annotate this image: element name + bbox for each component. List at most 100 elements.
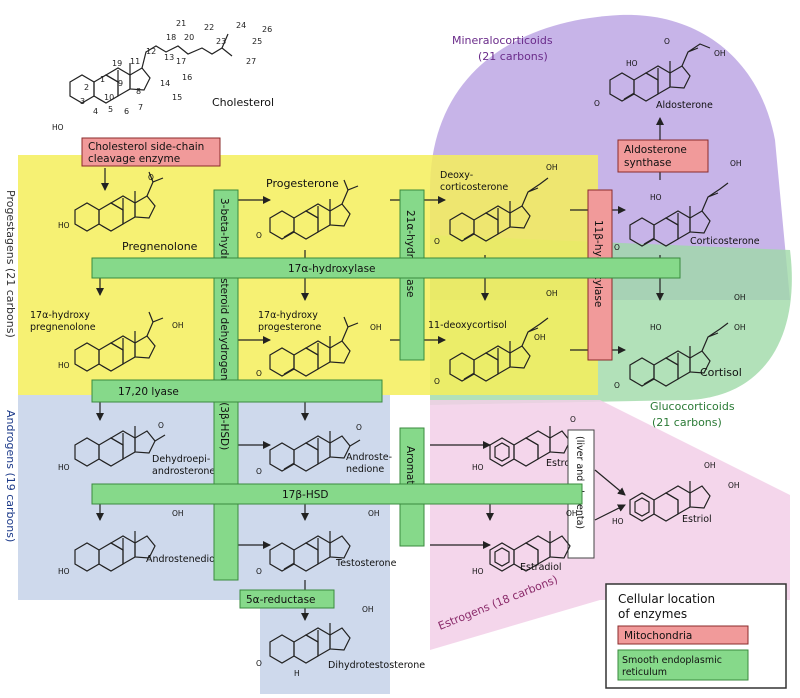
progestagens-title: Progestagens (21 carbons) [4,190,17,338]
svg-text:26: 26 [262,25,272,34]
svg-text:OH: OH [546,289,558,298]
svg-text:OH: OH [730,159,742,168]
androstenedione-label-2: nedione [346,464,384,475]
scc-enzyme-label-1: Cholesterol side-chain [88,141,204,153]
svg-text:24: 24 [236,21,246,30]
17oh-pregnenolone-structure [75,311,164,371]
17-20-lyase-label: 17,20 lyase [118,386,179,398]
svg-text:3: 3 [80,97,85,106]
svg-text:7: 7 [138,103,143,112]
5a-reductase-label: 5α-reductase [246,594,316,606]
svg-text:O: O [356,423,362,432]
svg-text:HO: HO [472,463,484,472]
legend-ser-swatch [617,649,749,681]
androstenedione-structure [270,431,361,471]
glucocorticoids-carbons: (21 carbons) [652,416,722,429]
androstenedione-label-1: Androste- [346,452,392,463]
svg-text:HO: HO [650,193,662,202]
svg-text:HO: HO [52,123,64,132]
svg-text:HO: HO [58,463,70,472]
svg-text:O: O [158,421,164,430]
svg-text:19: 19 [112,59,122,68]
scc-enzyme-box [81,137,221,167]
corticosterone-structure [630,182,729,246]
svg-text:17: 17 [176,57,186,66]
svg-text:O: O [256,567,262,576]
svg-text:23: 23 [216,37,226,46]
legend-mito-swatch [617,625,749,645]
svg-text:O: O [148,173,154,182]
svg-text:25: 25 [252,37,262,46]
estriol-label: Estriol [682,514,712,525]
17oh-pregnenolone-label-2: pregnenolone [30,322,96,333]
mineralocorticoids-title: Mineralocorticoids [452,34,553,47]
doc-label-1: Deoxy- [440,170,473,181]
svg-text:O: O [256,659,262,668]
svg-text:HO: HO [626,59,638,68]
svg-text:OH: OH [370,323,382,332]
androgens-title: Androgens (19 carbons) [4,410,17,542]
svg-text:27: 27 [246,57,256,66]
17a-hydroxylase-bar [91,257,681,279]
11-deoxycortisol-structure [450,317,549,381]
svg-text:OH: OH [734,293,746,302]
svg-text:OH: OH [734,323,746,332]
svg-text:22: 22 [204,23,214,32]
svg-text:O: O [614,381,620,390]
17oh-pregnenolone-label-1: 17α-hydroxy [30,310,90,321]
cortisol-structure [630,322,729,386]
androstenediol-label: Androstenediol [146,554,218,565]
hsd3b-label: 3-beta-hydroxysteroid dehydrogenase (3β-… [218,198,230,450]
cholesterol-structure [70,33,233,103]
svg-text:O: O [664,37,670,46]
legend-title-2: of enzymes [618,607,687,621]
svg-text:14: 14 [160,79,170,88]
dhea-label-2: androsterone [152,466,215,477]
corticosterone-label: Corticosterone [690,236,760,247]
5a-reductase-bar [239,589,335,609]
progesterone-structure [270,179,359,239]
legend-title-1: Cellular location [618,592,715,606]
svg-text:OH: OH [728,481,740,490]
17-20-lyase-bar [91,379,383,403]
cholesterol-label: Cholesterol [212,96,274,109]
legend-ser-label-2: reticulum [622,667,667,678]
svg-text:OH: OH [362,605,374,614]
svg-text:OH: OH [714,49,726,58]
svg-text:O: O [256,231,262,240]
svg-text:11: 11 [130,57,140,66]
svg-text:O: O [434,377,440,386]
svg-text:5: 5 [108,105,113,114]
svg-text:20: 20 [184,33,194,42]
cholesterol-numbers: 1 2 3 4 5 6 7 8 9 10 11 12 13 14 15 16 1… [80,19,272,116]
svg-text:HO: HO [650,323,662,332]
aldo-synthase-label-2: synthase [624,157,671,169]
svg-text:O: O [434,237,440,246]
svg-text:4: 4 [93,107,98,116]
11-deoxycortisol-label: 11-deoxycortisol [428,320,507,331]
svg-text:OH: OH [368,509,380,518]
21-hydroxylase-label: 21α-hydroxylase [404,210,416,298]
svg-text:HO: HO [58,361,70,370]
svg-text:8: 8 [136,87,141,96]
17oh-progesterone-label-2: progesterone [258,322,321,333]
svg-text:OH: OH [172,509,184,518]
dhea-label-1: Dehydroepi- [152,454,210,465]
pregnenolone-structure [75,171,164,231]
legend: Cellular location of enzymes Mitochondri… [605,583,787,689]
pregnenolone-label: Pregnenolone [122,240,198,253]
svg-text:H: H [294,669,300,678]
aldo-synthase-label-1: Aldosterone [624,144,687,156]
svg-text:10: 10 [104,93,114,102]
doc-label-2: corticosterone [440,182,508,193]
legend-mito-label: Mitochondria [624,630,692,642]
svg-text:O: O [570,415,576,424]
svg-text:6: 6 [124,107,129,116]
androgens-region [18,395,390,694]
testosterone-label: Testosterone [335,558,397,569]
svg-text:15: 15 [172,93,182,102]
svg-text:O: O [594,99,600,108]
17a-hydroxylase-label: 17α-hydroxylase [288,263,376,275]
svg-text:O: O [614,243,620,252]
